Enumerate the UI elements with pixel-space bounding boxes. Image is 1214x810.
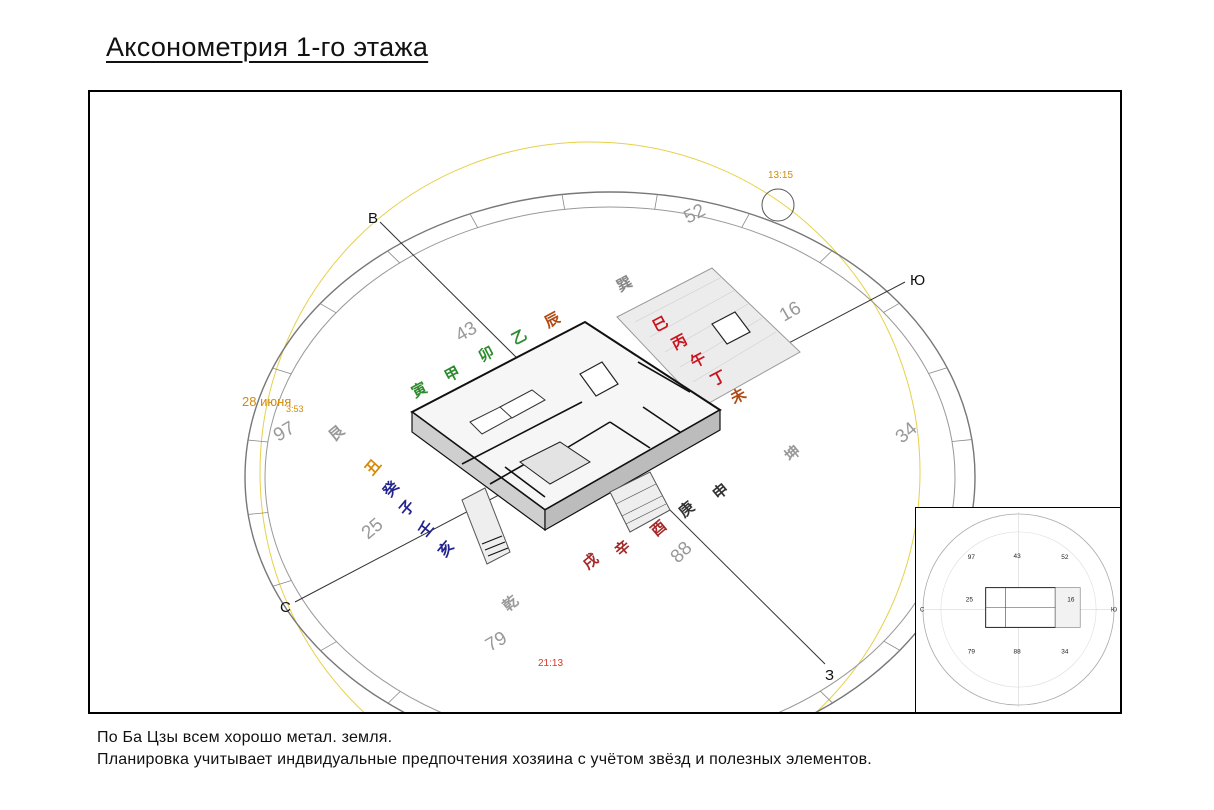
compass-tick (883, 302, 900, 313)
glyph-red-4: 丁 (708, 367, 729, 389)
house-wall-front-right (544, 408, 721, 532)
dining-table (579, 361, 619, 397)
dir-east: Ю (910, 272, 925, 289)
compass-tick (951, 439, 972, 442)
number-16: 16 (776, 298, 805, 327)
compass-tick (320, 303, 337, 314)
dir-west: С (280, 599, 291, 616)
glyph-red-3: 午 (687, 349, 709, 372)
mini-number-52: 52 (1061, 554, 1069, 561)
compass-inner-ring (264, 206, 956, 712)
sun-path (259, 141, 921, 712)
compass-tick (320, 641, 337, 652)
glyph-gen: 艮 (326, 422, 349, 445)
glyph-green-4: 乙 (509, 326, 530, 348)
glyph-blue-1: 丑 (362, 456, 385, 478)
glyph-green-2: 甲 (442, 363, 463, 385)
mini-dir-east: Ю (1111, 607, 1117, 613)
terrace-hatch (634, 276, 777, 383)
stair-room (519, 441, 591, 485)
number-79: 79 (482, 628, 511, 657)
compass-tick (819, 690, 833, 704)
mini-dir-west: С (920, 607, 925, 613)
mini-number-79: 79 (968, 648, 976, 655)
glyph-red-1: 巳 (650, 313, 671, 335)
side-steps-lines (481, 535, 509, 557)
dir-north: В (368, 210, 378, 227)
mini-number-97: 97 (968, 554, 976, 561)
number-34: 34 (892, 418, 922, 448)
terrace (616, 267, 801, 408)
glyph-bottom-1: 戌 (579, 550, 602, 573)
compass-tick (819, 250, 833, 263)
glyph-green-3: 卯 (476, 343, 497, 365)
glyph-bottom-5: 申 (709, 480, 732, 503)
mini-number-34: 34 (1061, 648, 1069, 655)
number-88: 88 (667, 538, 697, 568)
glyph-qian: 乾 (499, 592, 522, 615)
glyph-bottom-2: 辛 (611, 537, 634, 560)
mini-number-25: 25 (966, 597, 974, 604)
number-97: 97 (270, 418, 299, 447)
compass-outer-ring (244, 191, 976, 712)
caption-line-2: Планировка учитывает индвидуальные предп… (97, 751, 872, 768)
dir-south: З (825, 667, 834, 684)
mini-number-16: 16 (1067, 597, 1075, 604)
sofa-2 (499, 389, 546, 419)
mini-number-43: 43 (1014, 553, 1022, 560)
sun-noon-time: 13:15 (768, 170, 793, 181)
compass-tick (248, 512, 269, 515)
mini-numbers: 97 43 52 25 16 79 88 34 (966, 553, 1075, 656)
compass-diagram: В З С Ю 52 16 34 88 79 25 97 43 13:15 28… (242, 141, 976, 712)
sun-date: 28 июня (242, 394, 291, 409)
glyph-blue-5: 亥 (434, 537, 457, 560)
compass-tick (561, 194, 566, 210)
sun-sunset-time: 21:13 (538, 658, 563, 669)
glyph-blue-2: 癸 (379, 477, 404, 502)
glyph-chen: 辰 (542, 309, 564, 332)
compass-tick (272, 367, 292, 375)
glyph-kun: 坤 (781, 442, 804, 465)
compass-tick (248, 439, 268, 443)
glyph-xun: 巽 (614, 273, 635, 295)
compass-ticks (248, 194, 972, 704)
glyph-blue-3: 子 (396, 497, 419, 519)
sun-sunrise-time: 3:53 (286, 404, 304, 414)
compass-tick (741, 213, 750, 228)
number-52: 52 (680, 200, 709, 228)
entrance-steps (609, 471, 671, 533)
compass-tick (928, 367, 948, 374)
page-title: Аксонометрия 1-го этажа (106, 32, 429, 62)
terrace-table (711, 311, 751, 345)
caption-line-1: По Ба Цзы всем хорошо метал. земля. (97, 729, 393, 746)
compass-tick (469, 213, 479, 228)
glyph-bottom-4: 庚 (675, 498, 698, 521)
number-43: 43 (452, 318, 481, 347)
glyph-green-1: 寅 (408, 379, 430, 402)
compass-tick (387, 691, 401, 704)
sun-marker (761, 188, 795, 222)
compass-tick (654, 194, 658, 210)
entrance-steps-lines (615, 483, 667, 525)
glyph-red-2: 丙 (669, 331, 690, 353)
compass-tick (272, 580, 292, 587)
axonometry-frame: В З С Ю 52 16 34 88 79 25 97 43 13:15 28… (88, 90, 1122, 714)
number-25: 25 (358, 514, 388, 544)
mini-plan: 97 43 52 25 16 79 88 34 С Ю (920, 511, 1117, 708)
compass-tick (387, 250, 401, 264)
mini-plan-inset: 97 43 52 25 16 79 88 34 С Ю (915, 507, 1120, 712)
compass-tick (883, 640, 900, 651)
mini-number-88: 88 (1014, 648, 1022, 655)
mini-terrace (1055, 587, 1081, 628)
